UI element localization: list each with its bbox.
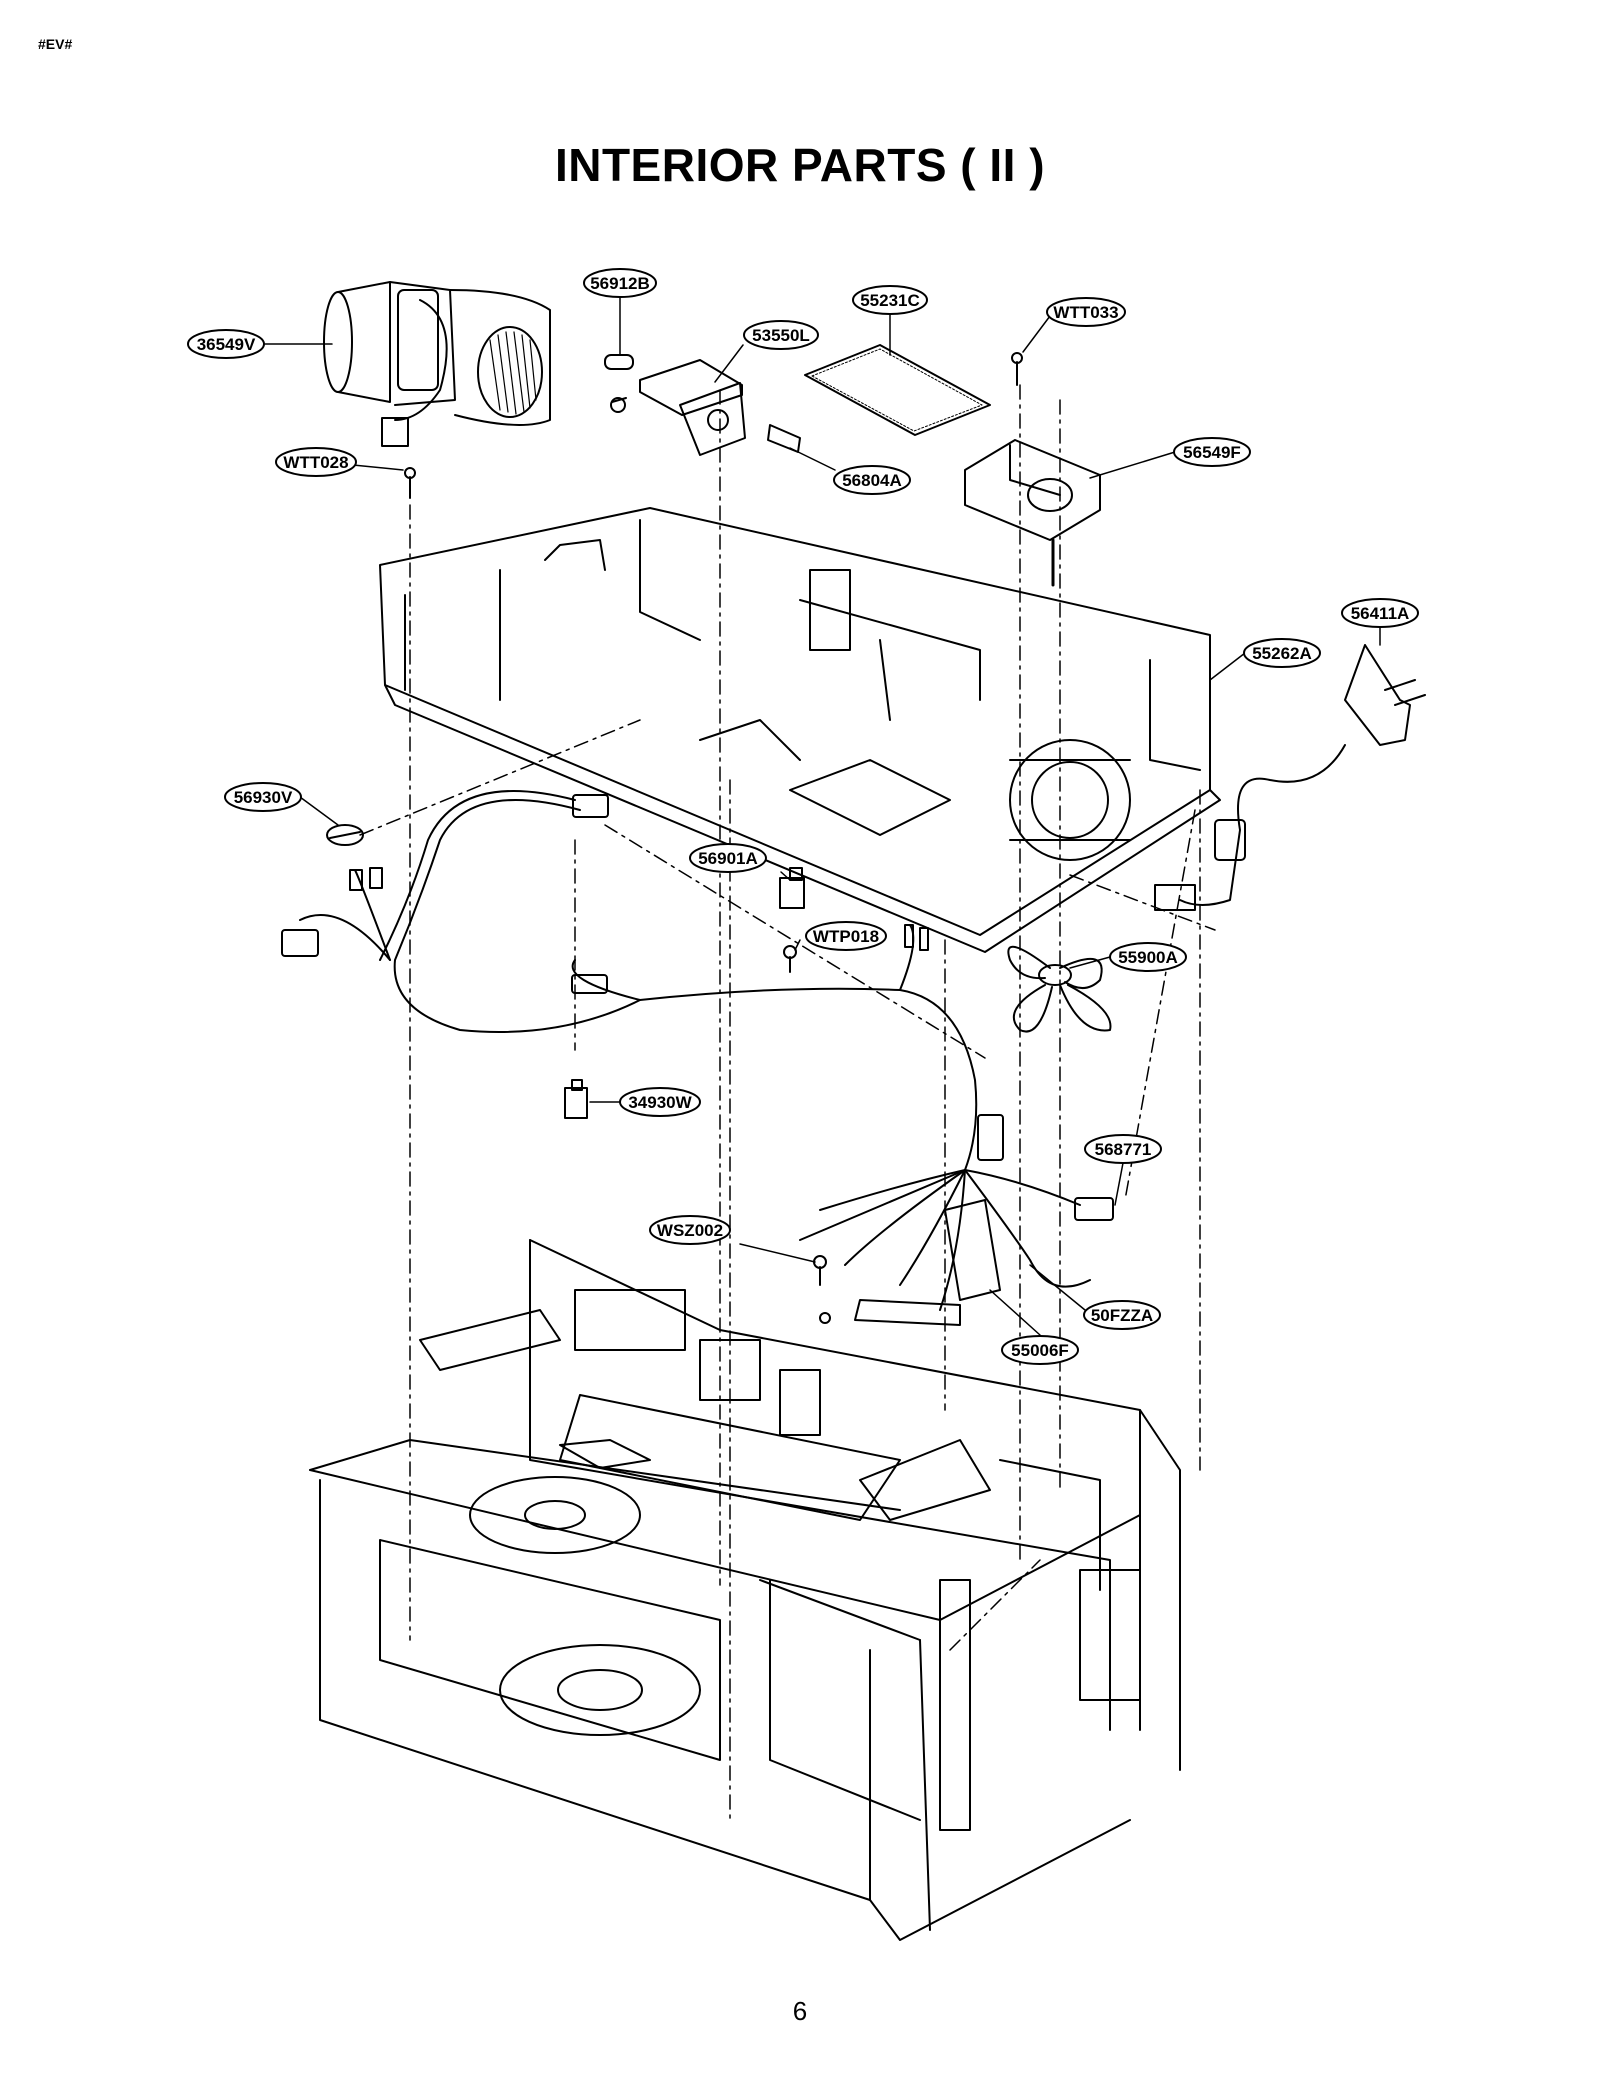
callout-55262A: 55262A — [1243, 638, 1321, 668]
callout-55231C: 55231C — [852, 285, 928, 315]
callout-55900A: 55900A — [1109, 942, 1187, 972]
power-cord — [1154, 644, 1426, 911]
part-number-label: WTP018 — [813, 927, 879, 946]
part-number-label: WSZ002 — [657, 1221, 723, 1240]
part-number-label: 56549F — [1183, 443, 1241, 462]
part-number-label: 568771 — [1095, 1140, 1152, 1159]
document-code: #EV# — [38, 36, 73, 52]
callout-55006F: 55006F — [1001, 1335, 1079, 1365]
callout-34930W: 34930W — [619, 1087, 701, 1117]
callout-WTT028: WTT028 — [275, 447, 357, 477]
callout-56549F: 56549F — [1173, 437, 1251, 467]
part-number-label: 53550L — [752, 326, 810, 345]
callout-36549V: 36549V — [187, 329, 265, 359]
part-number-label: 55231C — [860, 291, 920, 310]
part-number-label: WTT028 — [283, 453, 348, 472]
callout-WTT033: WTT033 — [1046, 297, 1126, 327]
part-number-label: WTT033 — [1053, 303, 1118, 322]
part-callouts: 36549V 56912B 53550L 55231C WTT033 WTT02… — [187, 268, 1419, 1365]
part-number-label: 50FZZA — [1091, 1306, 1153, 1325]
screws — [404, 352, 1023, 1324]
callout-56901A: 56901A — [689, 843, 767, 873]
thermal-cutoff — [326, 824, 364, 846]
callout-56411A: 56411A — [1341, 598, 1419, 628]
blower-fan-assembly — [323, 281, 551, 447]
page-number: 6 — [792, 1996, 808, 2026]
part-number-label: 34930W — [628, 1093, 692, 1112]
part-number-label: 55900A — [1118, 948, 1178, 967]
callout-leaders — [262, 296, 1381, 1336]
oven-cavity-frame — [309, 1239, 1181, 1941]
part-number-label: 36549V — [197, 335, 256, 354]
stirrer-motor — [964, 439, 1101, 587]
wire-harness — [281, 790, 1114, 1326]
callout-568771: 568771 — [1084, 1134, 1162, 1164]
upper-chassis-plate — [379, 507, 1221, 953]
part-number-label: 56930V — [234, 788, 293, 807]
page-title: INTERIOR PARTS ( II ) — [554, 139, 1046, 191]
callout-WSZ002: WSZ002 — [649, 1215, 731, 1245]
callout-WTP018: WTP018 — [805, 921, 887, 951]
callout-56930V: 56930V — [224, 782, 302, 812]
callout-50FZZA: 50FZZA — [1083, 1300, 1161, 1330]
fan-blade — [1007, 945, 1112, 1033]
callout-53550L: 53550L — [743, 320, 819, 350]
callout-56804A: 56804A — [833, 465, 911, 495]
part-number-label: 56912B — [590, 274, 650, 293]
part-number-label: 56411A — [1351, 604, 1410, 623]
latch-bracket-parts — [604, 354, 801, 456]
charcoal-filter — [804, 344, 991, 436]
callout-56912B: 56912B — [583, 268, 657, 298]
part-number-label: 55262A — [1252, 644, 1312, 663]
assembly-guide-lines — [359, 384, 1216, 1821]
part-number-label: 55006F — [1011, 1341, 1069, 1360]
part-number-label: 56901A — [698, 849, 758, 868]
door-switches — [564, 867, 805, 1119]
part-number-label: 56804A — [842, 471, 902, 490]
